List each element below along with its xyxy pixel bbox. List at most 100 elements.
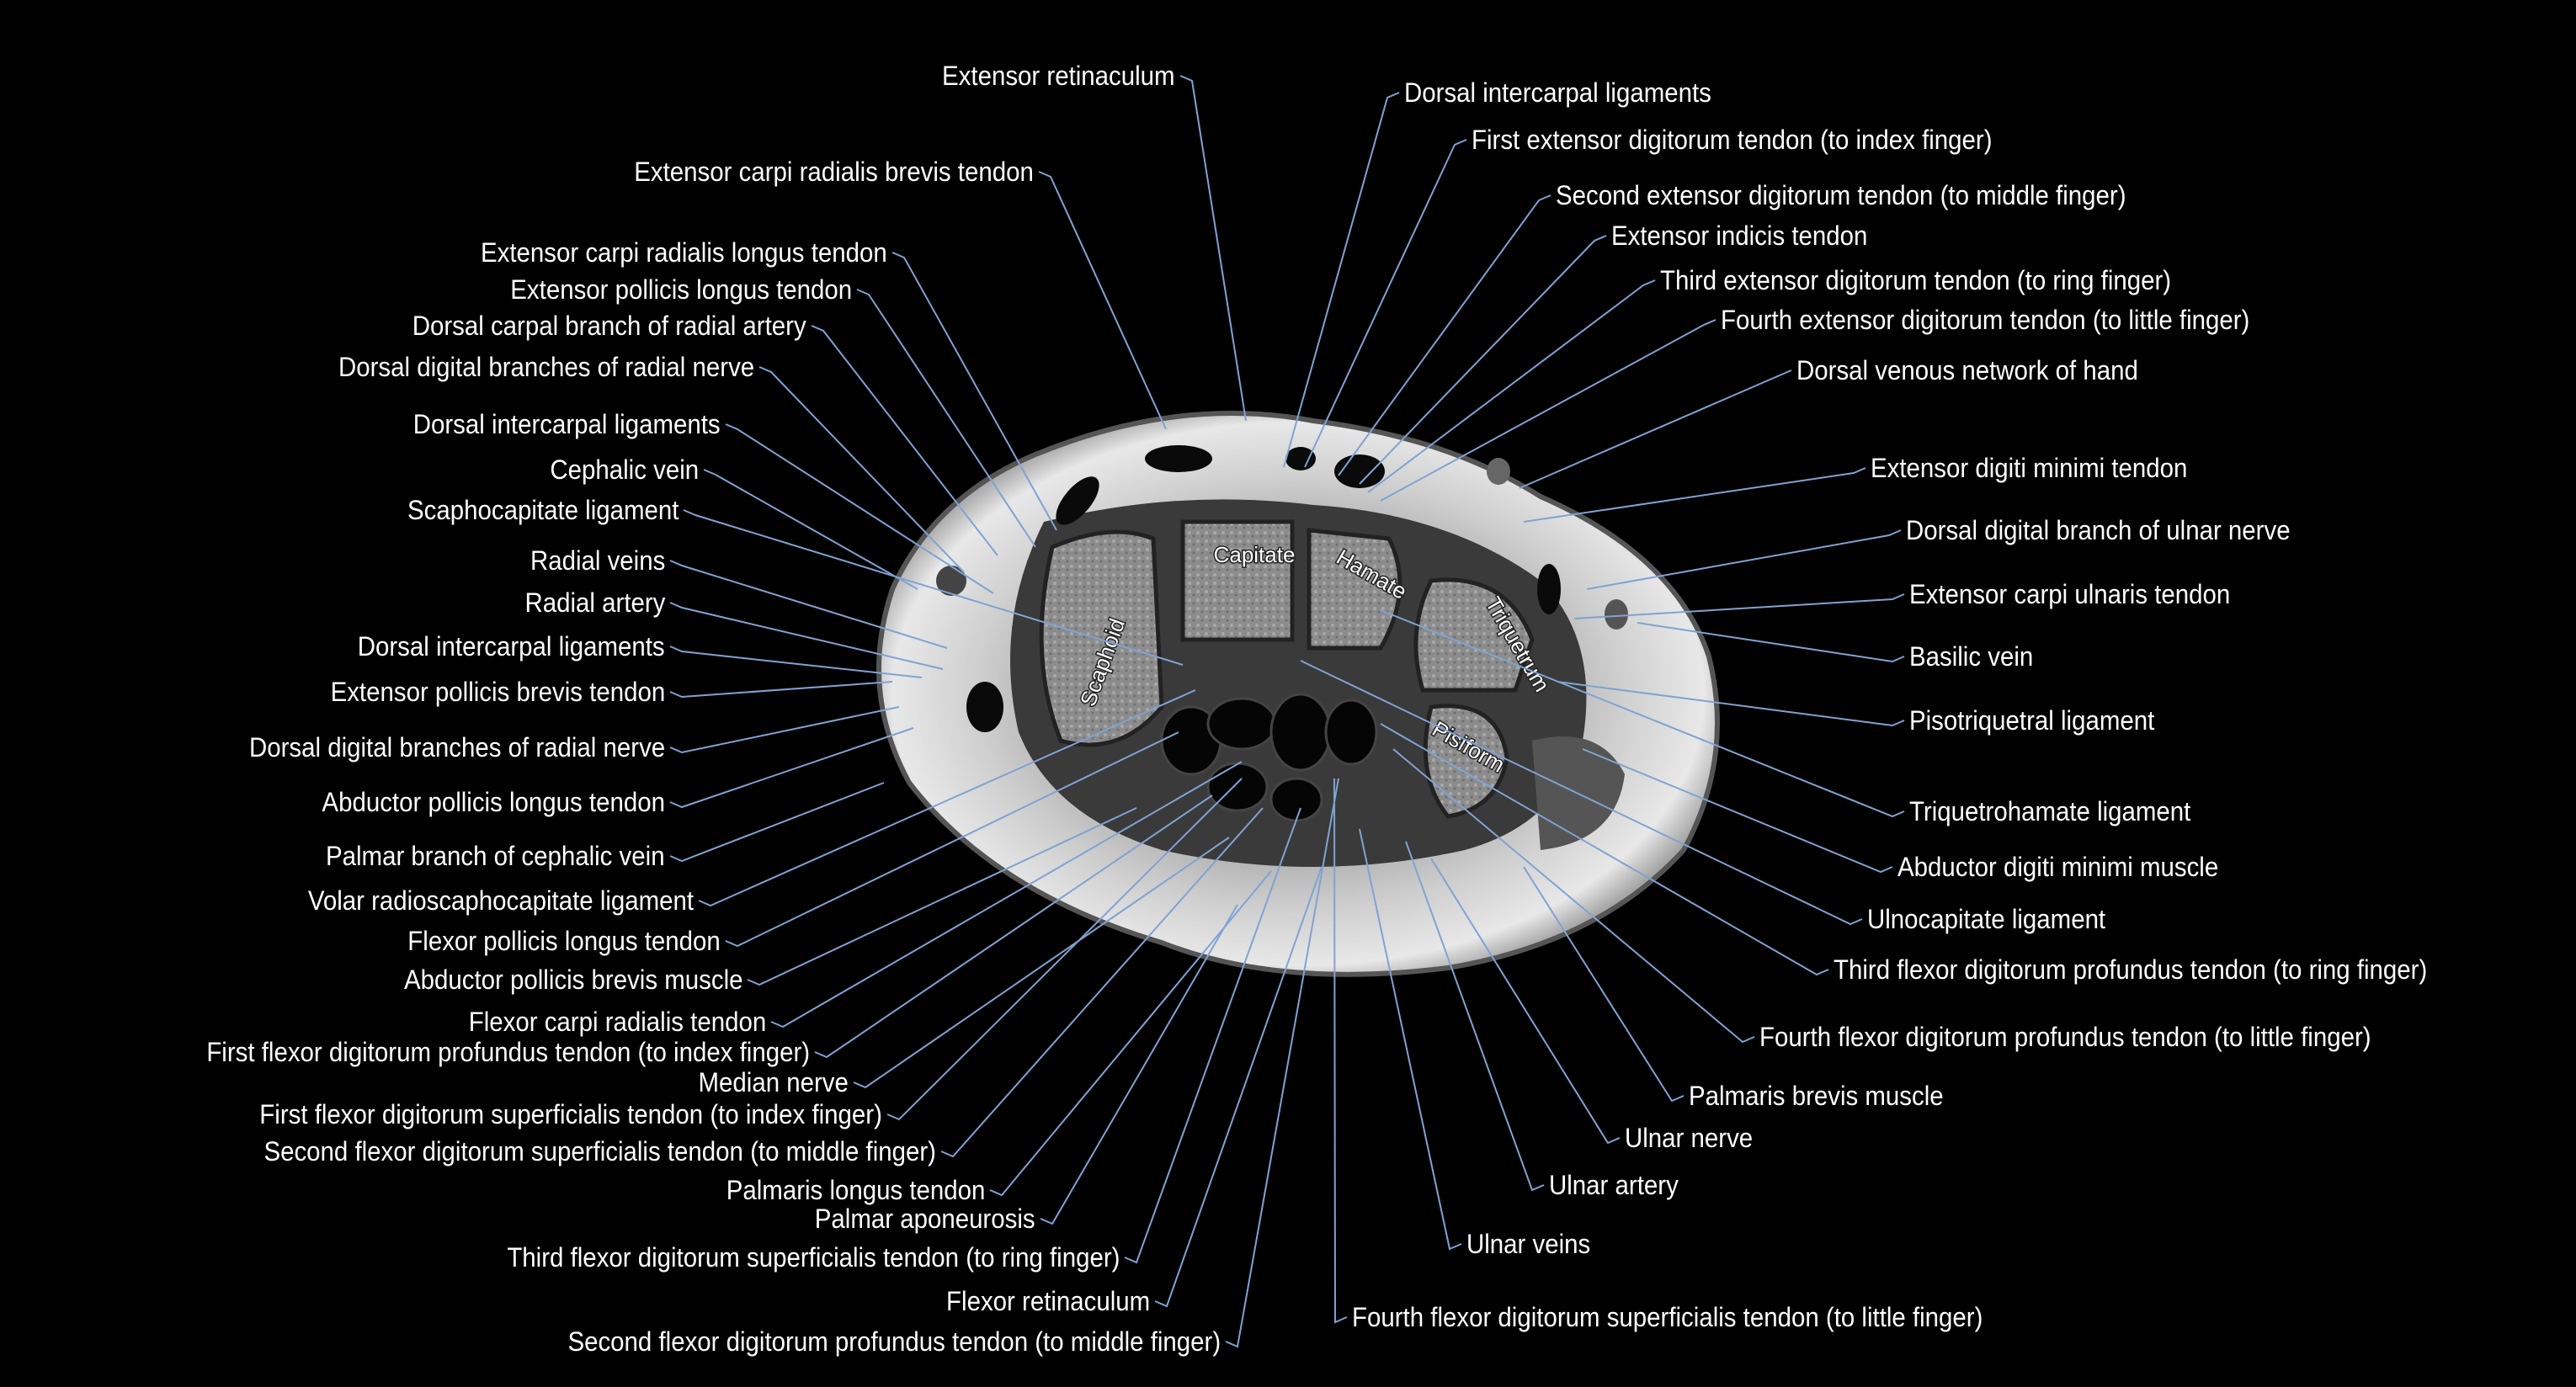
leader-line — [669, 706, 900, 754]
leader-line — [747, 807, 1137, 986]
leader-line — [1359, 828, 1462, 1251]
leader-line — [940, 807, 1264, 1158]
anatomy-label: Third flexor digitorum superficialis ten… — [506, 1242, 1120, 1273]
leader-line — [853, 837, 1230, 1089]
anatomy-label: Fourth flexor digitorum profundus tendon… — [1759, 1022, 2371, 1052]
leader-line — [770, 761, 1243, 1028]
anatomy-label: Second extensor digitorum tendon (to mid… — [1556, 180, 2126, 210]
anatomy-label: Extensor pollicis longus tendon — [510, 274, 852, 305]
leader-line — [683, 509, 1184, 666]
leader-line — [1392, 748, 1755, 1044]
anatomy-label: Scaphocapitate ligament — [407, 495, 679, 525]
anatomy-label: Extensor indicis tendon — [1611, 221, 1868, 251]
leader-line — [1557, 681, 1905, 727]
anatomy-label: Abductor pollicis brevis muscle — [403, 965, 743, 995]
anatomy-label: Dorsal intercarpal ligaments — [413, 409, 721, 439]
leader-line — [811, 325, 998, 556]
leader-line — [1405, 841, 1545, 1192]
leader-line — [1124, 807, 1301, 1264]
anatomy-label: Cephalic vein — [550, 454, 699, 485]
anatomy-label: Extensor retinaculum — [942, 61, 1175, 91]
leader-line — [1586, 529, 1902, 590]
leader-lines — [669, 75, 1905, 1348]
leader-line — [725, 731, 1179, 948]
leader-line — [1380, 319, 1716, 502]
anatomy-label: Palmaris longus tendon — [726, 1175, 985, 1205]
anatomy-label: Flexor pollicis longus tendon — [407, 926, 721, 956]
anatomy-label: Palmar aponeurosis — [815, 1204, 1035, 1234]
leader-line — [891, 252, 1057, 531]
anatomy-label: Dorsal digital branch of ulnar nerve — [1906, 515, 2291, 545]
leader-line — [1367, 279, 1656, 493]
anatomy-label: Abductor digiti minimi muscle — [1897, 852, 2219, 882]
leader-line — [1300, 660, 1863, 926]
anatomy-label: Flexor carpi radialis tendon — [468, 1007, 766, 1037]
anatomy-label: Dorsal digital branches of radial nerve — [338, 352, 754, 382]
anatomy-label: Dorsal intercarpal ligaments — [358, 631, 665, 662]
leader-line — [1380, 723, 1829, 976]
leader-line — [886, 778, 1243, 1121]
leader-line — [1225, 778, 1339, 1348]
anatomy-label: Triquetrohamate ligament — [1909, 796, 2191, 826]
leader-line — [1380, 609, 1905, 818]
leader-line — [669, 681, 893, 699]
leader-line — [1523, 866, 1685, 1103]
anatomy-label: Extensor carpi radialis longus tendon — [481, 237, 887, 268]
leader-line — [1333, 778, 1348, 1324]
leader-line — [1040, 904, 1238, 1225]
leader-line — [669, 782, 885, 863]
leader-line — [1582, 748, 1893, 874]
leader-line — [1154, 866, 1323, 1308]
anatomy-label: First extensor digitorum tendon (to inde… — [1472, 125, 1993, 155]
anatomy-label: Dorsal digital branches of radial nerve — [248, 732, 665, 763]
leader-line — [1573, 593, 1905, 619]
leader-line — [1283, 92, 1400, 468]
leader-line — [1523, 467, 1866, 523]
leader-line — [856, 289, 1036, 548]
anatomy-label: First flexor digitorum superficialis ten… — [259, 1099, 882, 1129]
anatomy-label: Palmar branch of cephalic vein — [326, 841, 665, 871]
anatomy-label: Ulnocapitate ligament — [1867, 904, 2106, 934]
flexor-tendons — [1160, 693, 1378, 822]
bone-label: Capitate — [1214, 542, 1296, 567]
anatomy-label: Fourth flexor digitorum superficialis te… — [1352, 1302, 1983, 1332]
anatomy-label: Basilic vein — [1909, 641, 2034, 672]
leader-line — [669, 560, 948, 649]
scaphoid-bone — [1039, 529, 1164, 747]
leader-line — [1038, 171, 1167, 430]
anatomy-label: Palmaris brevis muscle — [1689, 1081, 1944, 1111]
extensor-tendons — [936, 445, 1628, 732]
anatomy-label: Dorsal carpal branch of radial artery — [412, 311, 806, 341]
leader-line — [703, 469, 918, 590]
leader-line — [1179, 75, 1247, 422]
pisiform-bone — [1423, 704, 1509, 819]
leader-line — [1359, 235, 1607, 485]
anatomy-label: Ulnar veins — [1466, 1229, 1591, 1259]
anatomy-label: Ulnar nerve — [1625, 1123, 1754, 1153]
anatomy-label: Extensor carpi radialis brevis tendon — [634, 157, 1034, 187]
hamate-bone — [1307, 528, 1402, 651]
leader-line — [1338, 194, 1551, 476]
anatomy-label: Flexor retinaculum — [945, 1286, 1150, 1316]
leader-line — [698, 689, 1196, 907]
anatomy-label: First flexor digitorum profundus tendon … — [206, 1037, 810, 1067]
anatomy-label: Extensor digiti minimi tendon — [1871, 453, 2188, 483]
anatomy-label: Second flexor digitorum profundus tendon… — [567, 1326, 1221, 1357]
anatomy-label: Third flexor digitorum profundus tendon … — [1834, 954, 2428, 985]
anatomy-label: Fourth extensor digitorum tendon (to lit… — [1721, 305, 2250, 335]
anatomy-label: Extensor carpi ulnaris tendon — [1909, 579, 2231, 609]
leader-line — [1519, 369, 1792, 489]
anatomy-label: Dorsal intercarpal ligaments — [1404, 77, 1711, 108]
leader-line — [814, 794, 1213, 1059]
anatomy-label: Extensor pollicis brevis tendon — [330, 677, 665, 707]
leader-line — [725, 423, 994, 594]
leader-line — [669, 602, 944, 670]
leader-line — [1304, 139, 1467, 468]
anatomy-label: Dorsal venous network of hand — [1796, 355, 2138, 385]
anatomy-label: Abductor pollicis longus tendon — [322, 787, 665, 817]
anatomy-label: Pisotriquetral ligament — [1909, 705, 2155, 736]
leader-line — [1430, 858, 1621, 1145]
leader-line — [1637, 622, 1905, 663]
